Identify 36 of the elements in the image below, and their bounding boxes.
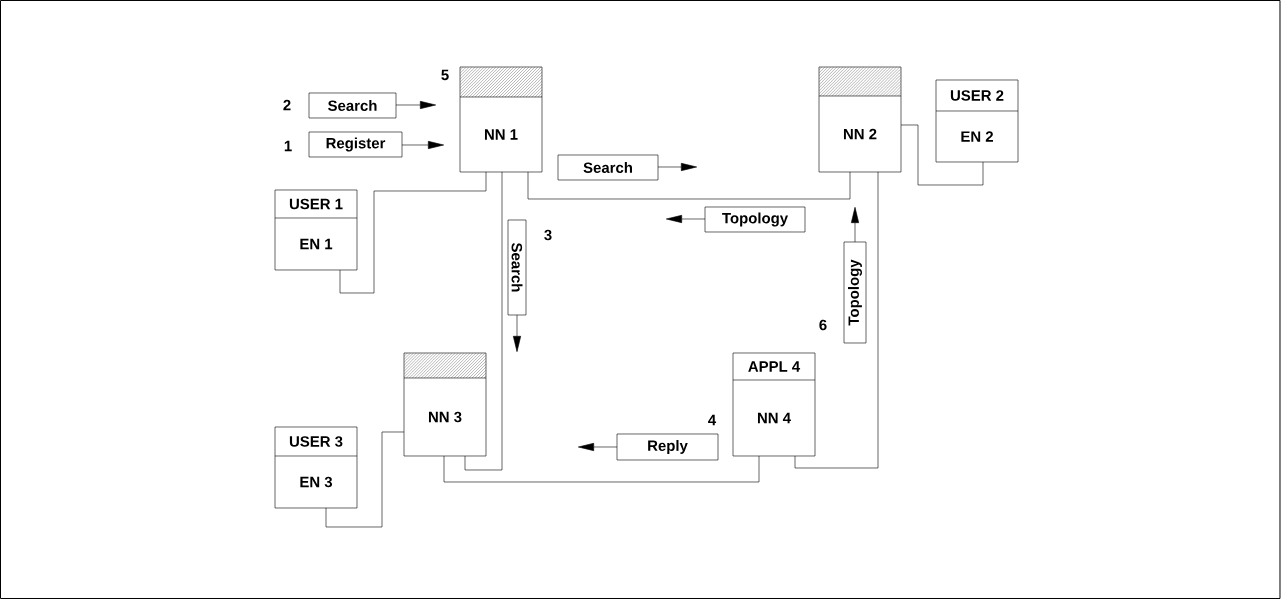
node-box (459, 66, 543, 173)
connector-line (527, 171, 851, 200)
step-number: 3 (544, 229, 552, 241)
node-box (818, 66, 902, 173)
message-box: Topology (704, 206, 806, 233)
step-number: 4 (708, 414, 717, 426)
node-box: NN 2 (818, 95, 902, 140)
arrow (513, 314, 521, 352)
arrow (395, 101, 436, 109)
message-box: Reply (616, 433, 719, 461)
arrow (666, 215, 706, 223)
connector-line (443, 455, 760, 483)
step-number: 1 (284, 140, 292, 152)
message-box: Search (557, 154, 659, 181)
connector-line (900, 124, 984, 186)
message-box: Topology (843, 241, 867, 344)
node-box: APPL 4 NN 4 (732, 352, 816, 457)
node-box: USER 2 EN 2 (935, 79, 1019, 163)
node-box: USER 1 EN 1 (274, 189, 358, 271)
step-number: 2 (283, 99, 291, 111)
message-box: Search (507, 219, 527, 316)
arrow (657, 163, 697, 171)
arrow (401, 141, 444, 149)
connector-line (325, 431, 405, 528)
connector-line (794, 171, 879, 469)
message-box: Search (308, 92, 397, 119)
node-box: NN 3 (403, 377, 487, 423)
arrow (851, 207, 859, 243)
node-box: USER 3 EN 3 (274, 426, 358, 509)
connector-line (339, 171, 487, 294)
message-box: Register (308, 131, 403, 158)
step-number: 6 (819, 319, 827, 331)
node-box (403, 352, 487, 457)
node-box: NN 1 (459, 96, 543, 140)
connector-line (464, 171, 503, 471)
arrow (578, 443, 618, 451)
